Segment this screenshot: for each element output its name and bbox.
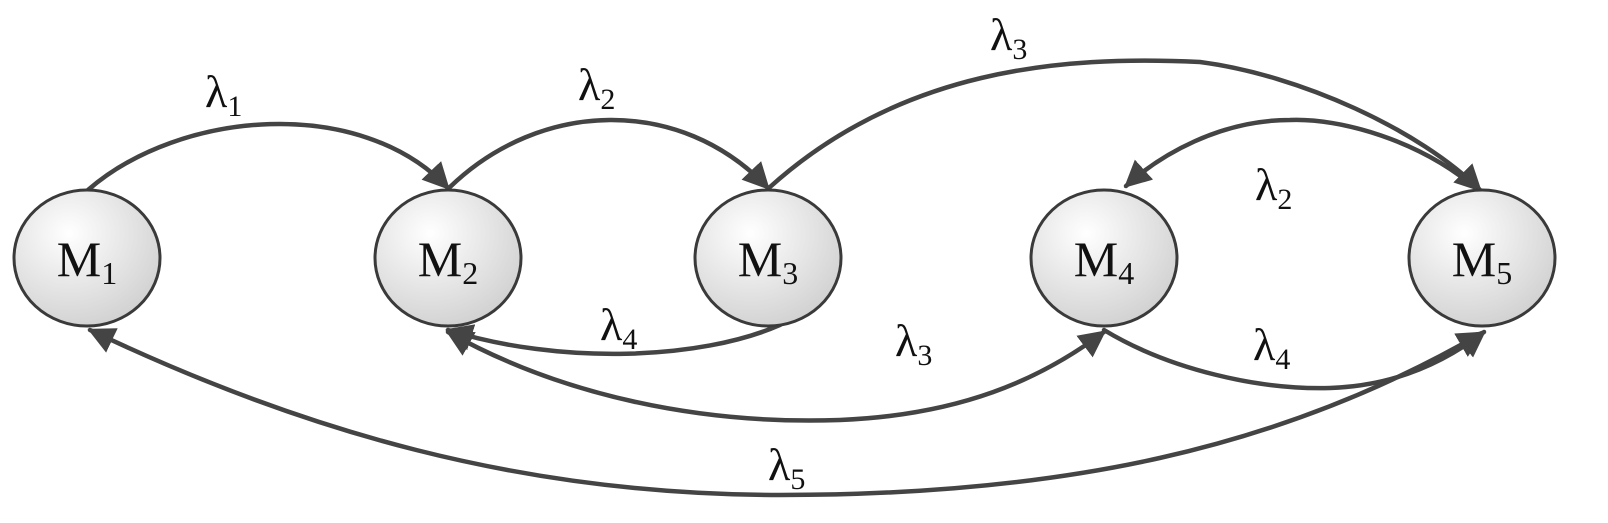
edge-m4-m5: [1101, 327, 1487, 391]
edge-label-m2-m3: λ2: [578, 59, 615, 116]
edge-label-m1-m2: λ1: [205, 66, 242, 123]
edge-label-m3-m2: λ4: [600, 299, 637, 356]
node-label-m3: M3: [738, 231, 798, 291]
edge-label-m5-m4: λ2: [1255, 159, 1292, 216]
node-m3: M3: [693, 188, 843, 328]
node-m5: M5: [1407, 188, 1557, 328]
edge-label-m4-m5: λ4: [1253, 319, 1290, 376]
edges: [85, 58, 1487, 498]
nodes: M1 M2 M3 M4 M5: [12, 188, 1557, 328]
edge-m1-m2: [85, 121, 451, 193]
edge-m2-m4: [445, 329, 1107, 423]
node-m2: M2: [373, 188, 523, 328]
node-m1: M1: [12, 188, 162, 328]
edge-label-m3-m5: λ3: [990, 9, 1027, 66]
node-label-m4: M4: [1074, 231, 1134, 291]
edge-label-m2-m4: λ3: [895, 315, 932, 372]
node-label-m2: M2: [418, 231, 478, 291]
edge-m3-m5: [767, 58, 1483, 193]
node-label-m1: M1: [57, 231, 117, 291]
node-label-m5: M5: [1452, 231, 1512, 291]
edge-m2-m3: [447, 117, 771, 191]
edge-label-m1-m5: λ5: [768, 439, 805, 496]
edge-m5-m4: [1123, 117, 1481, 193]
edge-m1-m5: [87, 327, 1485, 498]
edge-labels: λ1 λ2 λ3 λ2 λ4 λ3 λ4 λ5: [205, 9, 1292, 496]
node-m4: M4: [1029, 188, 1179, 328]
